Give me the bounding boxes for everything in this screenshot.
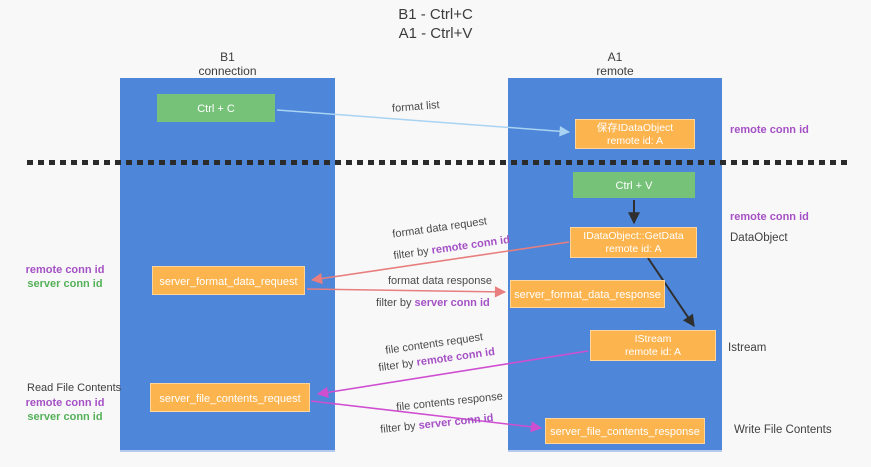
edge-label-filter-server-1: filter by server conn id xyxy=(376,297,490,309)
edge-label-format-data-response: format data response xyxy=(388,275,492,287)
node-istream-line1: IStream xyxy=(634,333,672,345)
right-dataobject-label: DataObject xyxy=(730,232,788,244)
lifeline-right-name: A1 xyxy=(607,50,623,64)
server-conn-id-text: server conn id xyxy=(418,412,495,432)
edge-label-filter-server-2: filter by server conn id xyxy=(380,412,494,436)
left-conn-ids-bottom: remote conn id server conn id xyxy=(22,396,108,424)
node-idataobject-getdata: IDataObject::GetData remote id: A xyxy=(570,227,697,258)
node-server-file-contents-response: server_file_contents_response xyxy=(545,418,705,444)
node-getdata-line2: remote id: A xyxy=(605,243,662,255)
diagram-title-line2: A1 - Ctrl+V xyxy=(398,25,473,42)
left-read-file-contents: Read File Contents xyxy=(27,382,122,394)
node-file-response-label: server_file_contents_response xyxy=(550,426,700,438)
node-ctrl-v: Ctrl + V xyxy=(573,172,695,198)
left-remote-conn-id-2: remote conn id xyxy=(25,397,105,409)
left-server-conn-id-1: server conn id xyxy=(27,278,103,290)
node-istream-line2: remote id: A xyxy=(624,346,682,358)
right-write-file-contents: Write File Contents xyxy=(734,424,832,436)
filter-by-text: filter by xyxy=(379,420,417,436)
node-server-file-contents-request: server_file_contents_request xyxy=(150,383,310,412)
lifeline-right-role: remote xyxy=(596,64,634,78)
arrow-format-data-response xyxy=(306,286,507,298)
node-format-response-label: server_format_data_response xyxy=(514,289,661,301)
node-ctrl-c-label: Ctrl + C xyxy=(197,103,235,115)
left-conn-ids-top: remote conn id server conn id xyxy=(22,263,108,291)
lifeline-right-header: A1 remote xyxy=(508,50,722,78)
node-save-idataobject-line2: remote id: A xyxy=(606,135,664,147)
lifeline-left-header: B1 connection xyxy=(120,50,335,78)
node-ctrl-c: Ctrl + C xyxy=(157,94,275,122)
node-getdata-line1: IDataObject::GetData xyxy=(583,230,684,242)
right-remote-conn-id-mid: remote conn id xyxy=(730,211,809,223)
node-save-idataobject: 保存IDataObject remote id: A xyxy=(575,119,695,149)
node-format-request-label: server_format_data_request xyxy=(159,276,298,288)
left-remote-conn-id-1: remote conn id xyxy=(25,264,105,276)
left-server-conn-id-2: server conn id xyxy=(27,411,103,423)
right-remote-conn-id-top: remote conn id xyxy=(730,124,809,136)
node-save-idataobject-line1: 保存IDataObject xyxy=(596,122,674,134)
node-server-format-data-request: server_format_data_request xyxy=(152,266,305,295)
node-istream: IStream remote id: A xyxy=(590,330,716,361)
filter-by-text: filter by xyxy=(377,357,415,375)
node-ctrl-v-label: Ctrl + V xyxy=(615,180,653,192)
right-istream-label: Istream xyxy=(728,342,767,354)
remote-conn-id-text: remote conn id xyxy=(430,233,511,257)
node-server-format-data-response: server_format_data_response xyxy=(510,280,665,308)
edge-label-format-data-request: format data request xyxy=(391,215,488,241)
server-conn-id-text: server conn id xyxy=(414,297,490,309)
lifeline-left-role: connection xyxy=(198,64,257,78)
lifeline-left-name: B1 xyxy=(220,50,235,64)
node-file-request-label: server_file_contents_request xyxy=(159,393,301,405)
filter-by-text: filter by xyxy=(392,245,430,263)
phase-divider-dashed-line xyxy=(27,160,847,165)
diagram-title-line1: B1 - Ctrl+C xyxy=(398,6,473,23)
edge-label-file-contents-response: file contents response xyxy=(395,390,504,414)
filter-by-text: filter by xyxy=(376,297,412,309)
edge-label-format-list: format list xyxy=(391,99,441,115)
